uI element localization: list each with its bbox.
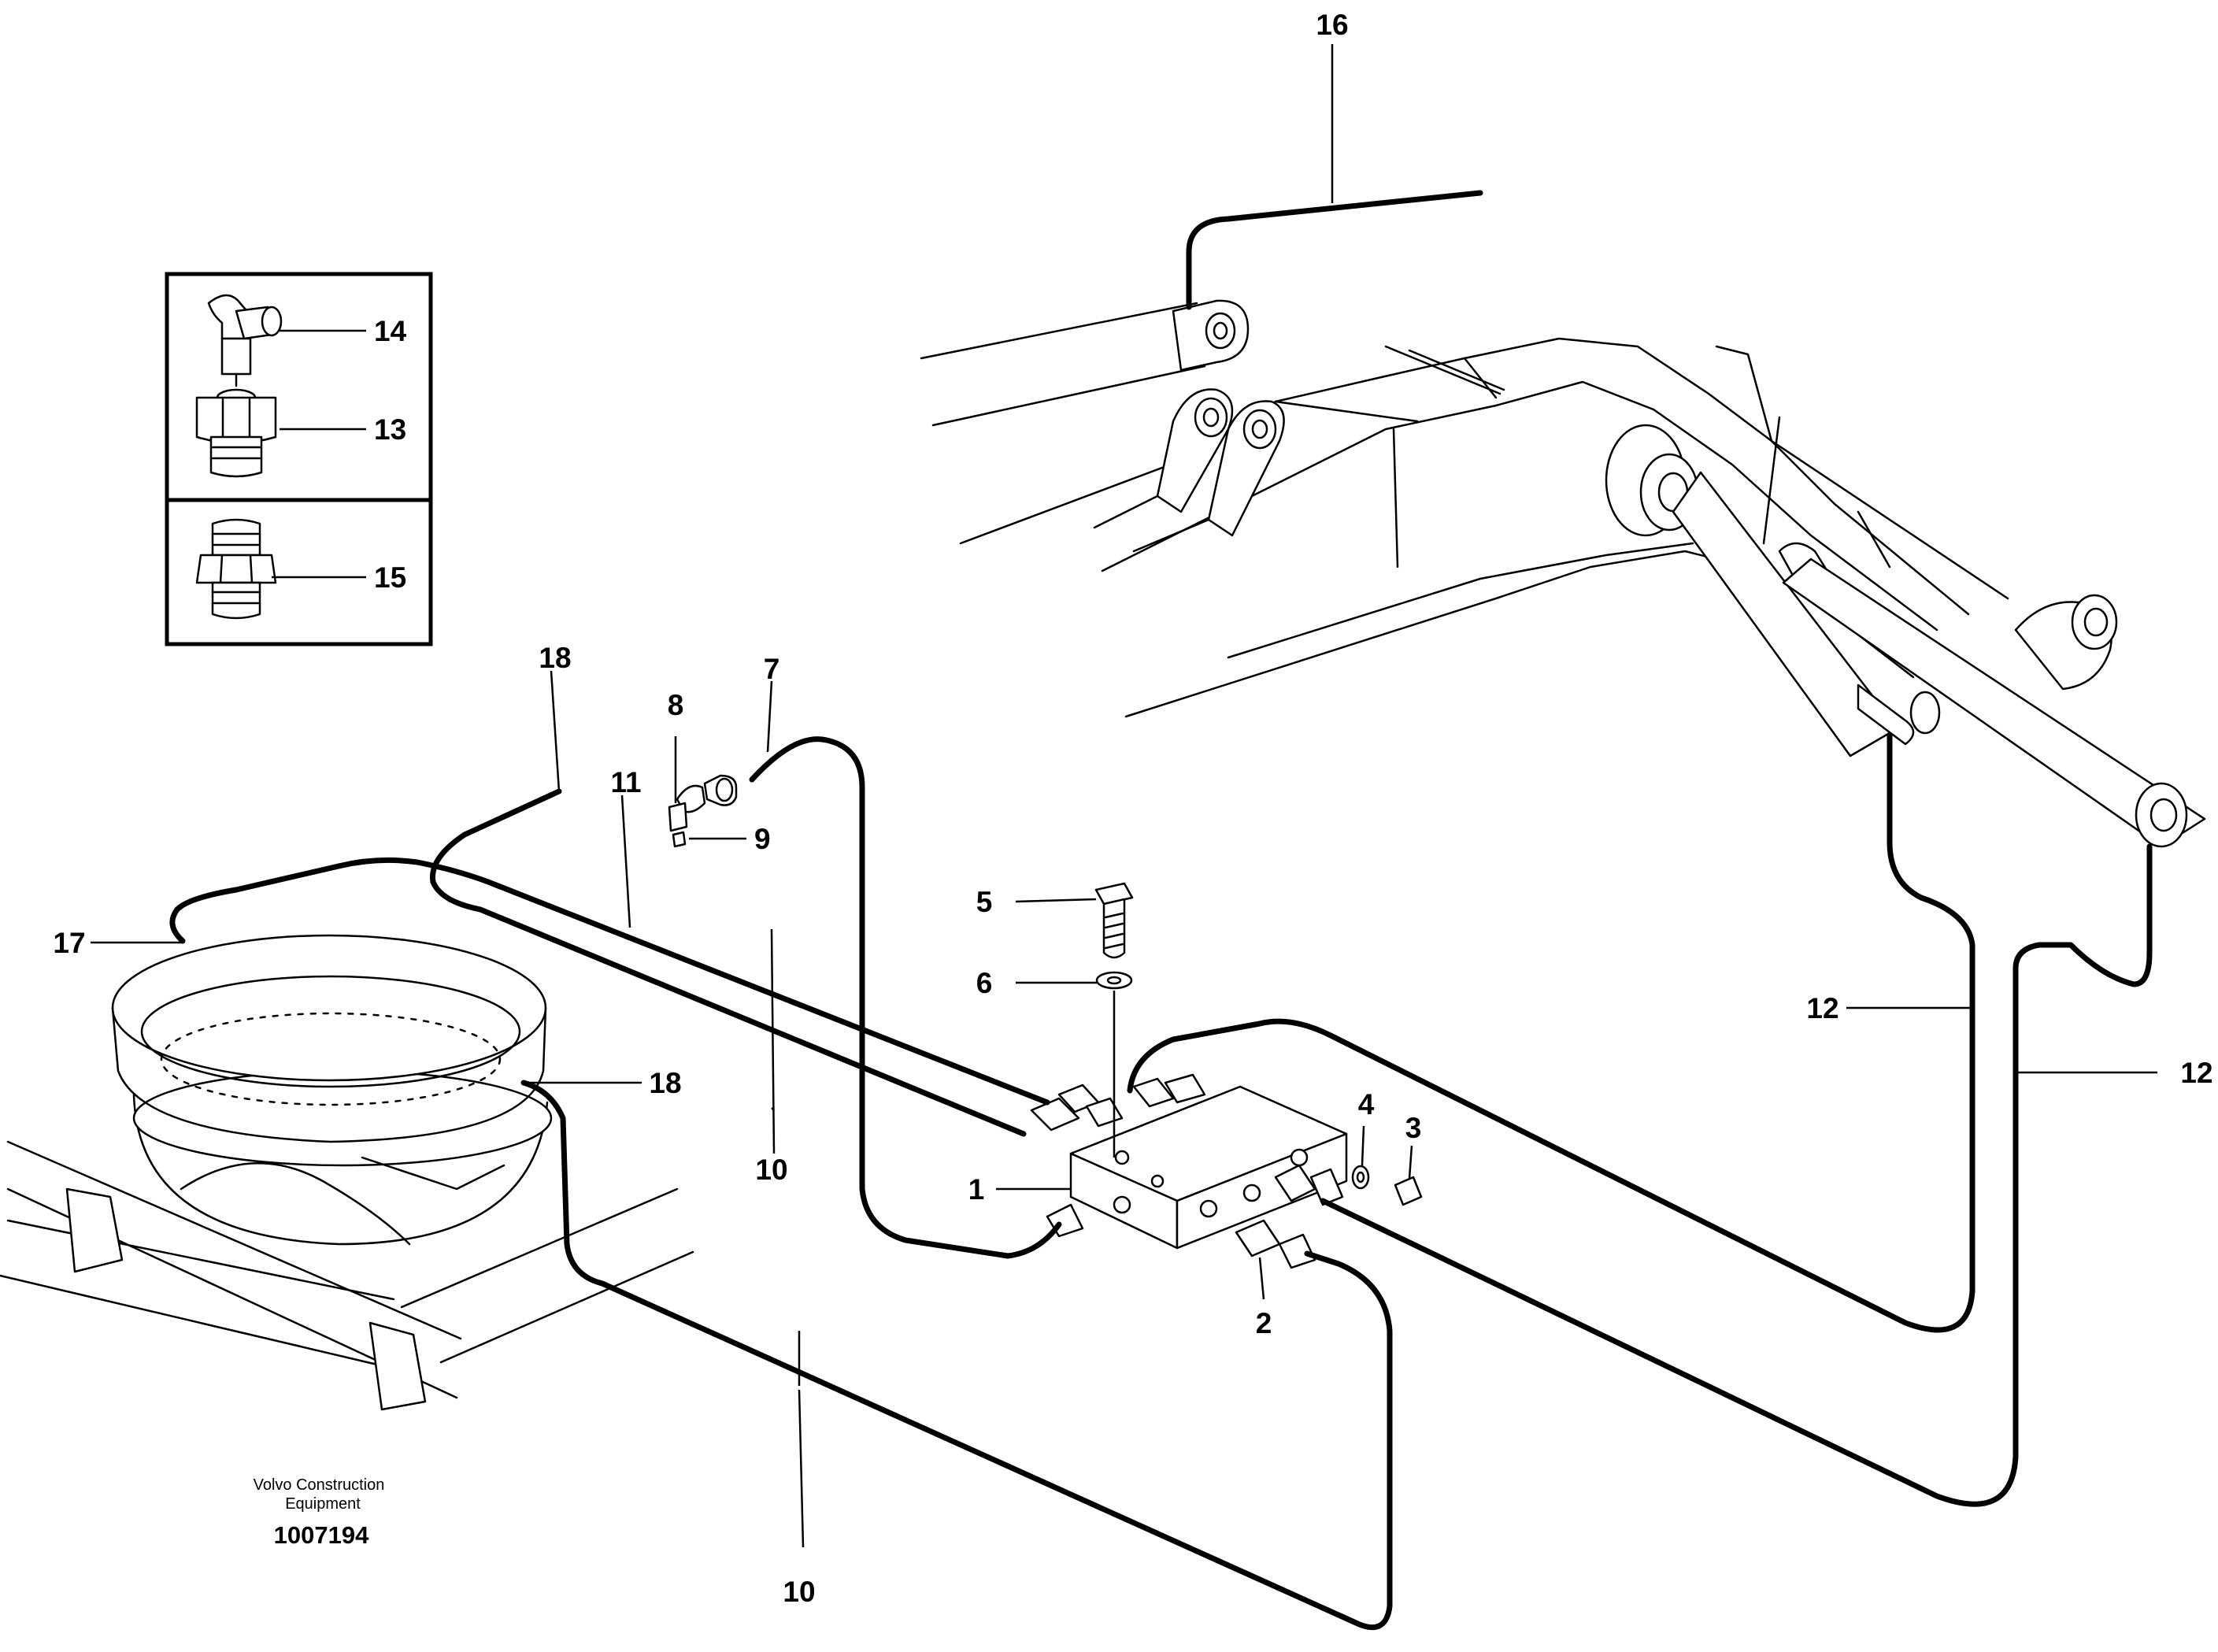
label-1: 1 <box>968 1173 985 1206</box>
label-18-bottom: 18 <box>649 1067 681 1099</box>
label-2: 2 <box>1256 1307 1272 1339</box>
label-17: 17 <box>53 927 85 959</box>
label-5: 5 <box>976 886 993 918</box>
turntable-frame <box>0 934 694 1411</box>
label-12-right: 12 <box>2180 1057 2212 1089</box>
label-10-lower: 10 <box>783 1576 815 1608</box>
label-8: 8 <box>668 689 684 721</box>
label-3: 3 <box>1405 1112 1422 1144</box>
detail-inset <box>165 272 433 646</box>
label-4: 4 <box>1358 1088 1375 1120</box>
label-7: 7 <box>764 653 780 685</box>
footer: Volvo Construction Equipment 1007194 <box>254 1476 385 1549</box>
label-11: 11 <box>610 766 641 798</box>
company-line-1: Volvo Construction <box>254 1476 385 1494</box>
label-12-left: 12 <box>1806 992 1838 1024</box>
company-line-2: Equipment <box>285 1495 361 1513</box>
drawing-number: 1007194 <box>274 1521 369 1549</box>
label-14: 14 <box>374 315 407 347</box>
label-16: 16 <box>1316 9 1348 41</box>
connection-block <box>668 774 1423 1269</box>
label-18-top: 18 <box>539 642 571 674</box>
callouts: 16 14 13 15 18 7 8 11 9 5 17 6 12 18 4 1… <box>53 9 2212 1608</box>
label-13: 13 <box>374 413 406 446</box>
label-10-upper: 10 <box>755 1154 787 1186</box>
label-6: 6 <box>976 967 993 999</box>
hoses <box>169 190 2153 1631</box>
label-15: 15 <box>374 561 406 594</box>
label-9: 9 <box>754 823 771 855</box>
leader-lines <box>91 44 2157 1548</box>
boom-assembly <box>920 299 2206 848</box>
